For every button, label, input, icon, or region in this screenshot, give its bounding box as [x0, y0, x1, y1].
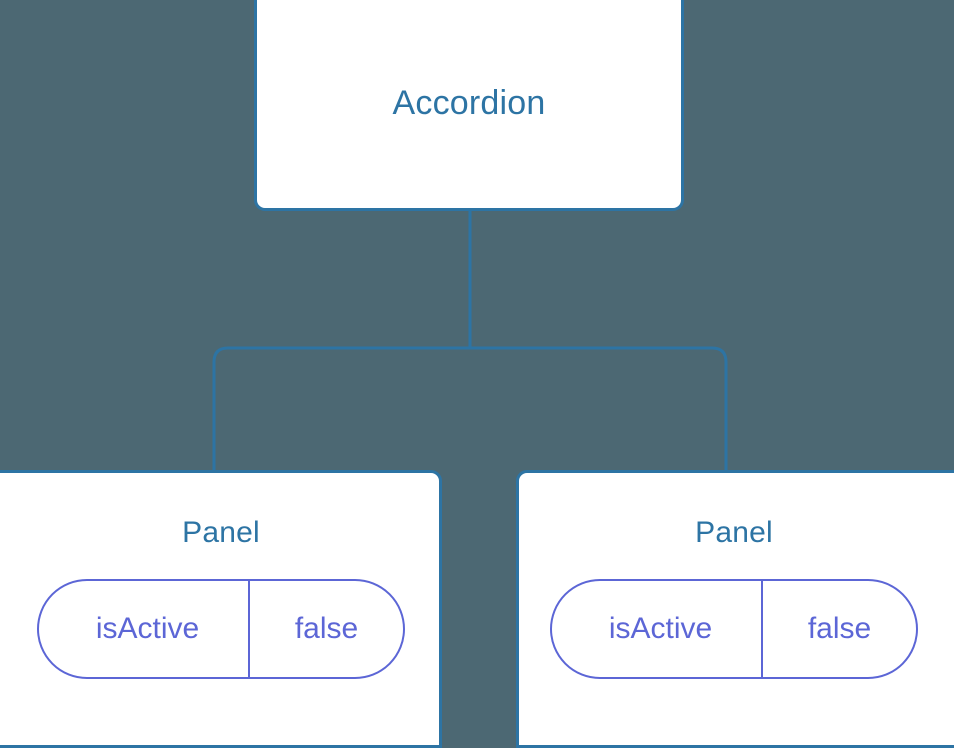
state-pill-value: false	[807, 612, 872, 645]
node-title: Panel	[182, 516, 260, 549]
state-pill-value: false	[294, 612, 359, 645]
node-title: Accordion	[392, 83, 546, 122]
edge-child-bus	[212, 346, 728, 474]
node-panel-0[interactable]: Panel isActive false	[0, 470, 442, 748]
state-pill-key: isActive	[552, 581, 763, 677]
node-title: Panel	[695, 516, 773, 549]
state-pill-key: isActive	[39, 581, 250, 677]
node-panel-1[interactable]: Panel isActive false	[516, 470, 954, 748]
state-pill[interactable]: isActive false	[550, 579, 918, 679]
state-pill[interactable]: isActive false	[37, 579, 405, 679]
node-accordion[interactable]: Accordion	[254, 0, 684, 211]
